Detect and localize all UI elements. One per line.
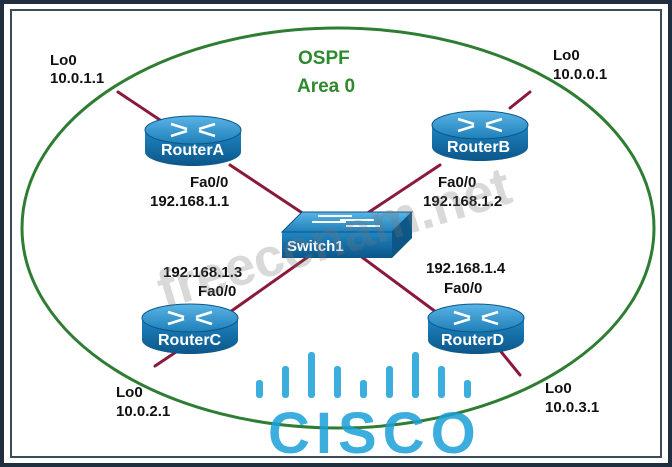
routera-loopback-label: Lo0: [50, 52, 77, 69]
link-routerd-loopback: [496, 346, 522, 377]
routerc-loopback-label: Lo0: [116, 384, 143, 401]
cisco-logo-bars: [256, 352, 471, 398]
routerd-icon[interactable]: [427, 303, 525, 354]
routerb-icon[interactable]: [431, 110, 529, 161]
routerb-name: RouterB: [447, 139, 511, 156]
routera-interface-label: Fa0/0: [190, 174, 229, 191]
area-label: Area 0: [297, 76, 356, 97]
switch1-icon[interactable]: [280, 211, 414, 258]
routerd-name: RouterD: [441, 332, 505, 349]
link-routerd-switch: [353, 250, 442, 317]
routera-interface-ip: 192.168.1.1: [150, 193, 230, 210]
routerc-name: RouterC: [158, 332, 222, 349]
cisco-logo-text: CISCO: [268, 401, 482, 466]
link-routerc-switch: [228, 250, 317, 314]
routera-icon[interactable]: [144, 115, 242, 166]
routerc-interface-ip: 192.168.1.3: [163, 264, 243, 281]
link-routera-loopback: [116, 90, 162, 122]
ospf-area-ellipse: [20, 26, 656, 430]
ospf-label: OSPF: [298, 48, 350, 69]
routera-loopback-ip: 10.0.1.1: [50, 70, 105, 87]
routerd-loopback-ip: 10.0.3.1: [545, 399, 600, 416]
routerc-loopback-ip: 10.0.2.1: [116, 403, 171, 420]
routerb-interface-ip: 192.168.1.2: [423, 193, 503, 210]
routerb-loopback-ip: 10.0.0.1: [553, 66, 608, 83]
switch1-name: Switch1: [287, 238, 344, 255]
routerc-interface-label: Fa0/0: [198, 283, 237, 300]
routerd-interface-label: Fa0/0: [444, 280, 483, 297]
link-routerb-loopback: [508, 90, 532, 110]
routerd-interface-ip: 192.168.1.4: [426, 260, 506, 277]
routera-name: RouterA: [161, 142, 225, 159]
routerb-interface-label: Fa0/0: [438, 174, 477, 191]
routerd-loopback-label: Lo0: [545, 380, 572, 397]
routerb-loopback-label: Lo0: [553, 47, 580, 64]
routerc-icon[interactable]: [141, 303, 239, 354]
